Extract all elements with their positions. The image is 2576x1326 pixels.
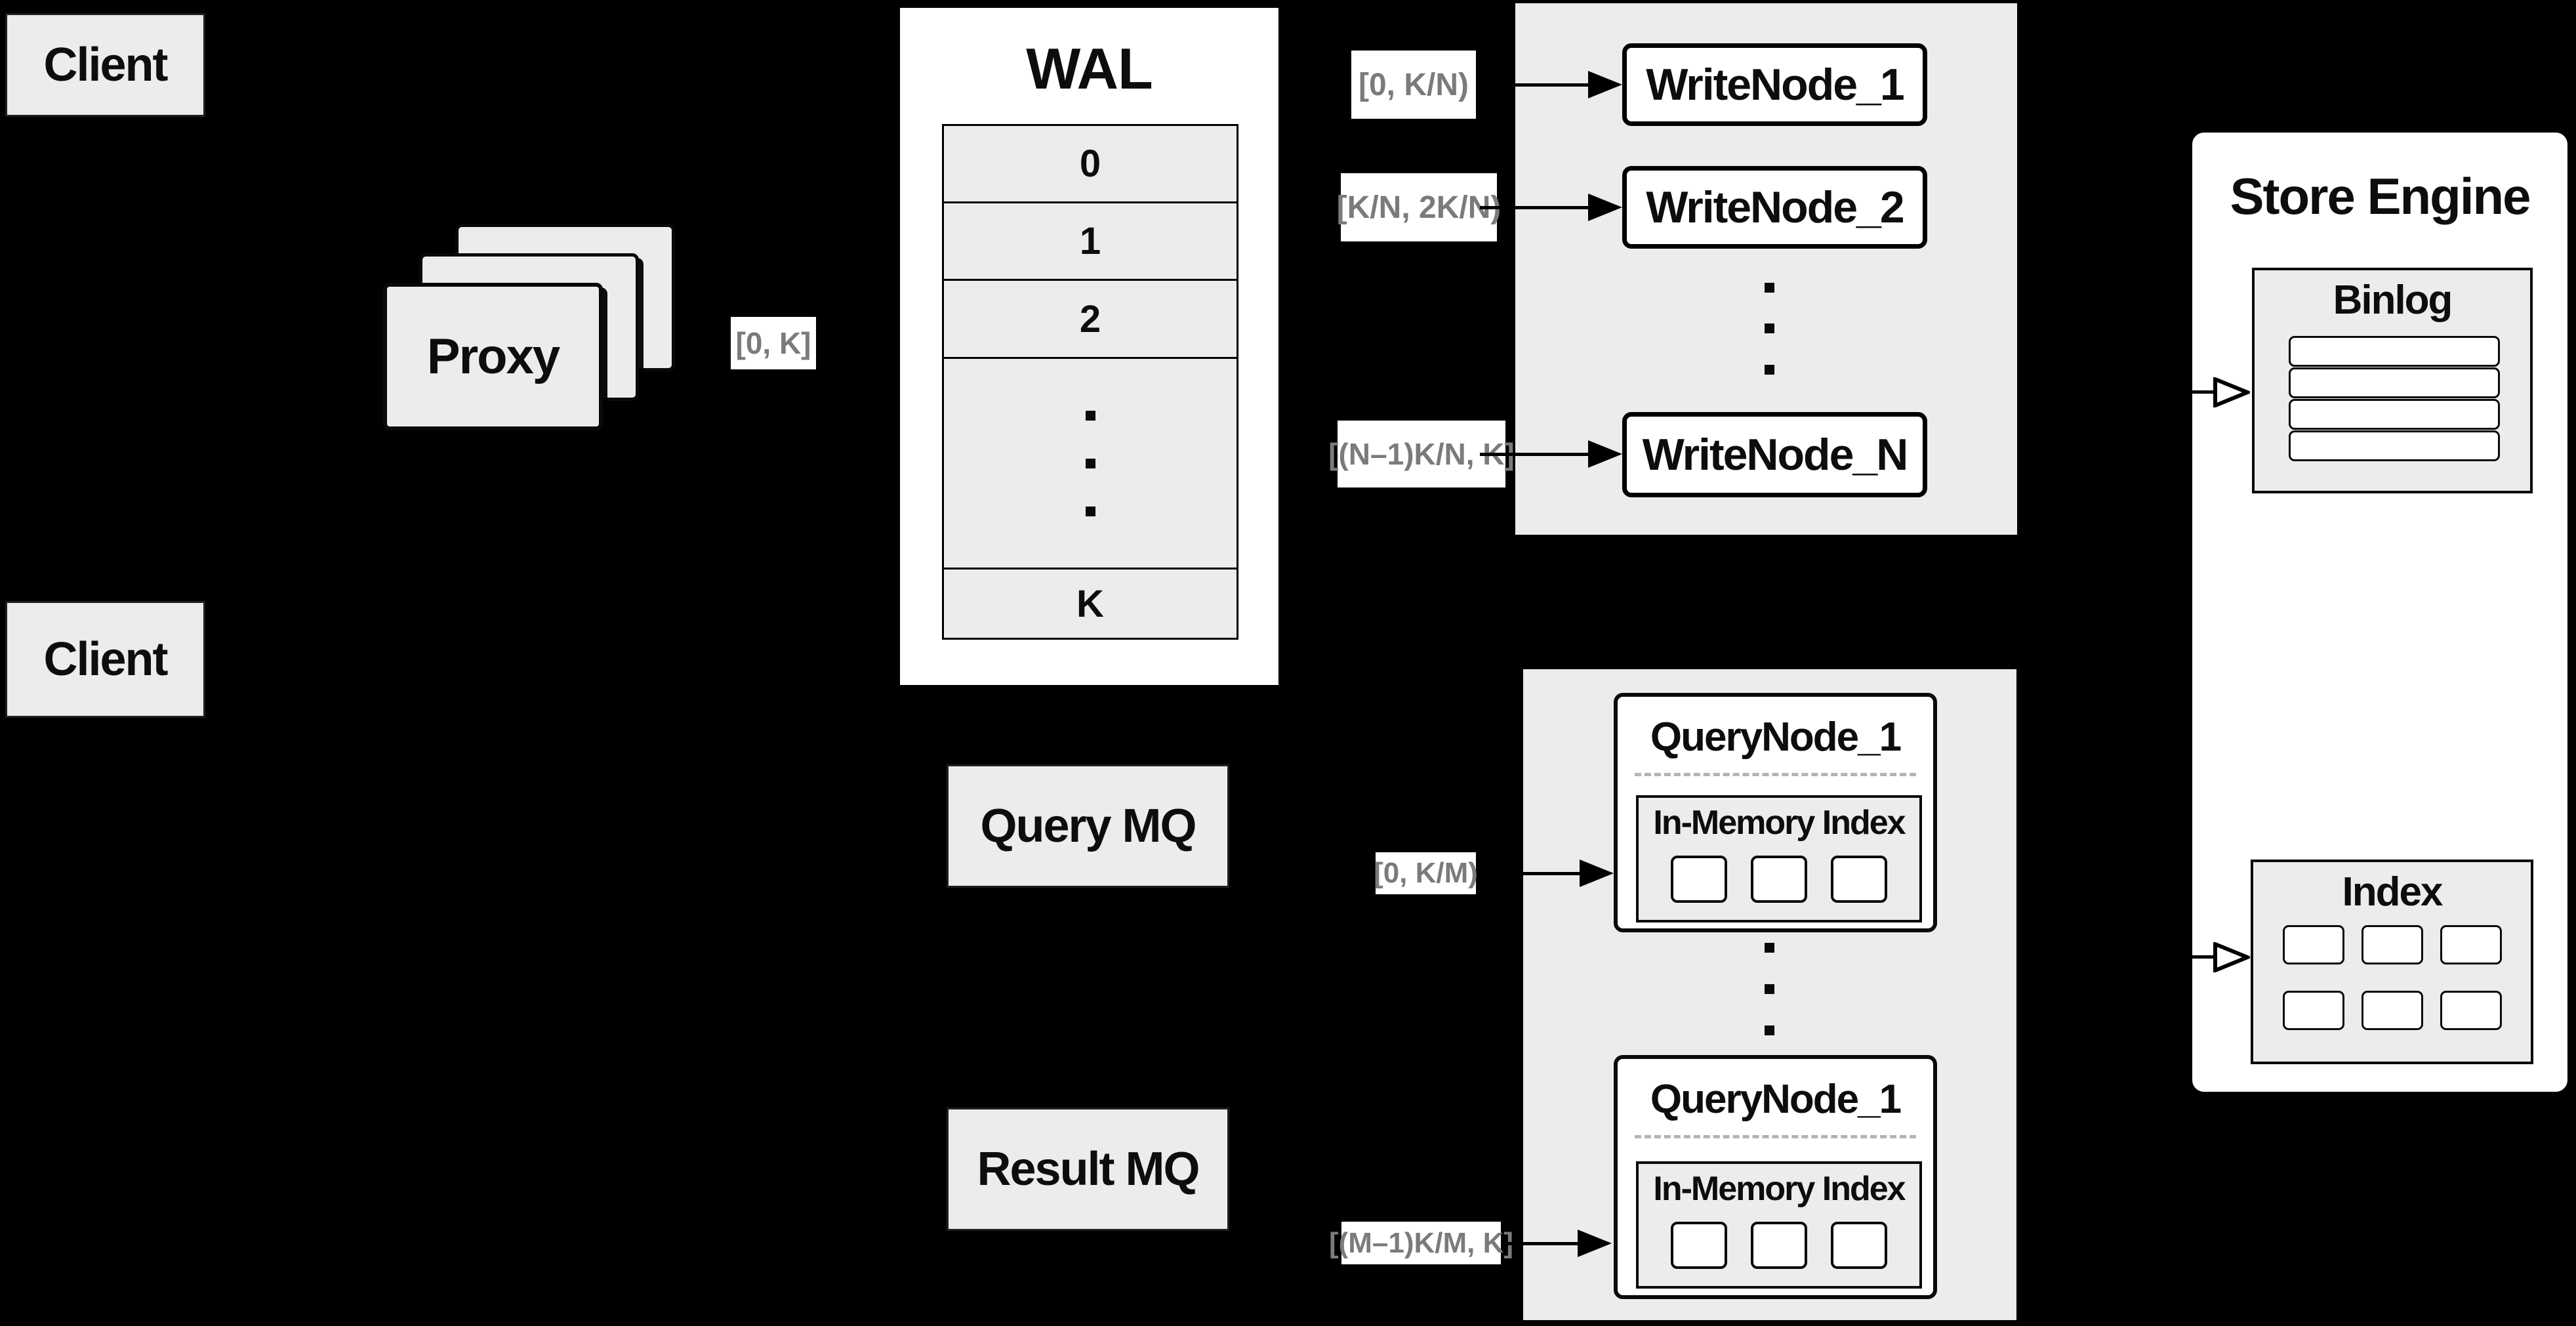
in-memory-index-box: In-Memory Index (1636, 795, 1922, 922)
wal-row-1: 1 (942, 201, 1238, 281)
wal-row-k: K (942, 568, 1238, 640)
result-mq-box: Result MQ (947, 1108, 1229, 1231)
index-segment-cell (1751, 856, 1807, 903)
binlog-row (2289, 399, 2500, 430)
client-bottom-box: Client (5, 601, 205, 718)
arrow-head-write-2 (1588, 194, 1622, 221)
query-node-m-title: QueryNode_1 (1650, 1077, 1902, 1122)
store-engine-panel: Store Engine Binlog Index (2190, 130, 2570, 1094)
index-segment-cell (1671, 1222, 1727, 1269)
index-cell (2440, 991, 2502, 1030)
result-mq-label: Result MQ (977, 1143, 1200, 1195)
index-segment-cell (1751, 1222, 1807, 1269)
query-node-m-divider (1635, 1135, 1916, 1138)
index-segment-cell (1671, 856, 1727, 903)
arrow-head-index-hollow (2213, 942, 2250, 972)
arrow-head-query-1 (1580, 860, 1614, 887)
query-node-1-title: QueryNode_1 (1650, 715, 1902, 760)
query-mq-box: Query MQ (947, 764, 1229, 888)
index-cell (2282, 991, 2344, 1030)
index-cell (2361, 925, 2423, 964)
write-node-1: WriteNode_1 (1622, 43, 1927, 126)
in-memory-index-title: In-Memory Index (1653, 804, 1906, 842)
range-chip-query-m: [(M–1)K/M, K] (1329, 1222, 1513, 1264)
wal-panel: WAL 0 1 2 K (897, 5, 1281, 688)
arrow-line-index (2175, 955, 2216, 959)
write-ellipsis-dot (1765, 365, 1774, 375)
in-memory-index-cells (1639, 1222, 1919, 1269)
index-cell (2282, 925, 2344, 964)
proxy-card-front: Proxy (383, 283, 603, 430)
index-box: Index (2251, 860, 2533, 1064)
wal-title: WAL (1026, 36, 1153, 101)
range-chip-proxy-out: [0, K] (731, 317, 816, 369)
arrow-head-query-m (1578, 1230, 1612, 1257)
arrow-head-binlog-hollow (2213, 377, 2250, 407)
wal-row-0: 0 (942, 124, 1238, 203)
range-chip-write-n: [(N–1)K/N, K] (1328, 421, 1515, 487)
binlog-box: Binlog (2252, 268, 2533, 493)
arrow-line-binlog (2175, 390, 2216, 394)
wal-row-ellipsis (942, 357, 1238, 570)
write-ellipsis-dot (1765, 323, 1774, 333)
arrow-head-write-1 (1588, 71, 1622, 98)
in-memory-index-title: In-Memory Index (1653, 1170, 1906, 1208)
write-node-2: WriteNode_2 (1622, 166, 1927, 249)
in-memory-index-box: In-Memory Index (1636, 1161, 1922, 1289)
arrow-line-query-m (1505, 1242, 1578, 1245)
index-cell (2361, 991, 2423, 1030)
query-ellipsis-dot (1765, 984, 1774, 994)
range-chip-write-2: [K/N, 2K/N) (1337, 173, 1501, 241)
arrow-head-write-n (1588, 440, 1622, 468)
query-node-1-divider (1635, 773, 1916, 776)
arrow-line-query-1 (1480, 872, 1580, 875)
query-ellipsis-dot (1765, 943, 1774, 953)
binlog-row (2289, 430, 2500, 461)
query-node-m: QueryNode_1 In-Memory Index (1614, 1055, 1937, 1299)
binlog-title: Binlog (2333, 278, 2453, 323)
proxy-label: Proxy (426, 329, 560, 384)
write-node-2-label: WriteNode_2 (1646, 182, 1904, 232)
binlog-row (2289, 336, 2500, 367)
arrow-line-write-1 (1480, 83, 1590, 87)
arrow-line-write-2 (1480, 206, 1590, 209)
wal-row-2: 2 (942, 279, 1238, 359)
query-ellipsis-dot (1765, 1026, 1774, 1035)
query-mq-label: Query MQ (980, 800, 1196, 852)
index-segment-cell (1831, 1222, 1887, 1269)
write-node-1-label: WriteNode_1 (1646, 60, 1904, 110)
in-memory-index-cells (1639, 856, 1919, 903)
range-chip-write-1: [0, K/N) (1351, 51, 1476, 119)
wal-rows: 0 1 2 K (942, 124, 1238, 640)
range-chip-query-1: [0, K/M) (1374, 852, 1478, 894)
write-node-n: WriteNode_N (1622, 412, 1927, 497)
binlog-row (2289, 367, 2500, 398)
write-ellipsis-dot (1765, 283, 1774, 293)
arrow-line-write-n (1480, 453, 1590, 456)
client-top-box: Client (5, 13, 205, 117)
client-top-label: Client (43, 39, 168, 91)
index-cells (2253, 925, 2531, 1030)
index-title: Index (2342, 869, 2443, 915)
index-cell (2440, 925, 2502, 964)
store-engine-title: Store Engine (2230, 167, 2531, 225)
query-node-1: QueryNode_1 In-Memory Index (1614, 693, 1937, 932)
index-segment-cell (1831, 856, 1887, 903)
client-bottom-label: Client (43, 633, 168, 686)
write-node-n-label: WriteNode_N (1642, 430, 1909, 480)
